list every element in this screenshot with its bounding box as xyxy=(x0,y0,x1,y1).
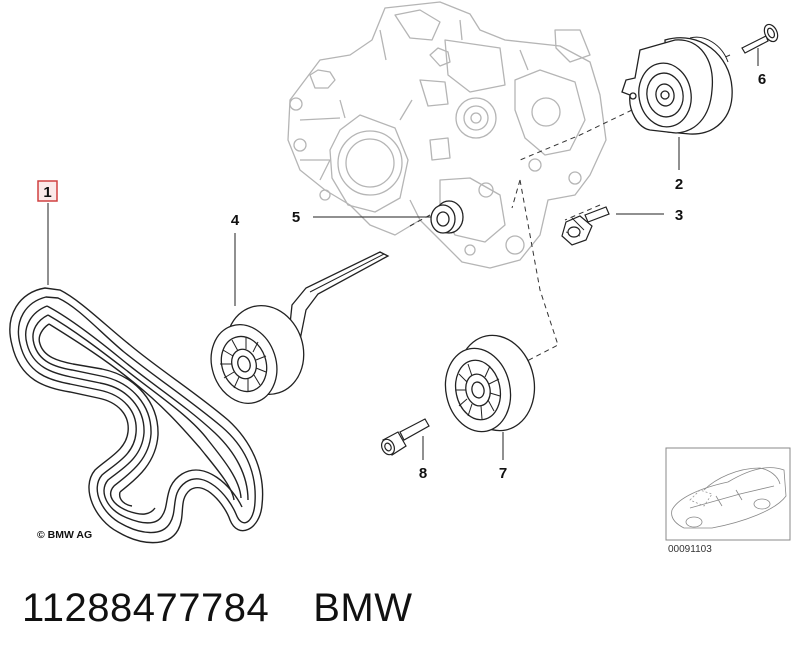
belt-tensioner-2 xyxy=(621,36,733,135)
bolt-3 xyxy=(561,206,610,246)
bolt-8 xyxy=(380,418,430,456)
callout-1-highlight-box xyxy=(37,180,58,202)
inset-marker xyxy=(689,489,713,507)
callout-3: 3 xyxy=(675,207,683,224)
callout-6: 6 xyxy=(758,71,766,88)
car-icon xyxy=(671,467,787,529)
leader-lines xyxy=(47,48,759,460)
callout-8: 8 xyxy=(419,465,427,482)
callout-4: 4 xyxy=(231,212,240,229)
vehicle-inset xyxy=(665,447,791,541)
idler-pulley-7 xyxy=(444,334,536,433)
idler-pulley-4 xyxy=(210,251,390,404)
callout-5: 5 xyxy=(292,209,300,226)
callout-7: 7 xyxy=(499,465,507,482)
part-caption: 11288477784 BMW xyxy=(22,586,413,631)
callout-1: 1 xyxy=(43,184,51,201)
engine-block-outline xyxy=(287,1,607,269)
copyright-text: © BMW AG xyxy=(37,529,92,541)
part-number: 11288477784 xyxy=(22,586,270,630)
spacer-bushing-5 xyxy=(430,200,464,234)
bolt-6 xyxy=(741,23,779,54)
brand-name: BMW xyxy=(313,586,413,630)
callout-2: 2 xyxy=(675,176,683,193)
inset-reference-number: 00091103 xyxy=(668,544,712,555)
vehicle-inset-frame xyxy=(665,447,791,541)
poly-v-belt xyxy=(9,287,264,544)
